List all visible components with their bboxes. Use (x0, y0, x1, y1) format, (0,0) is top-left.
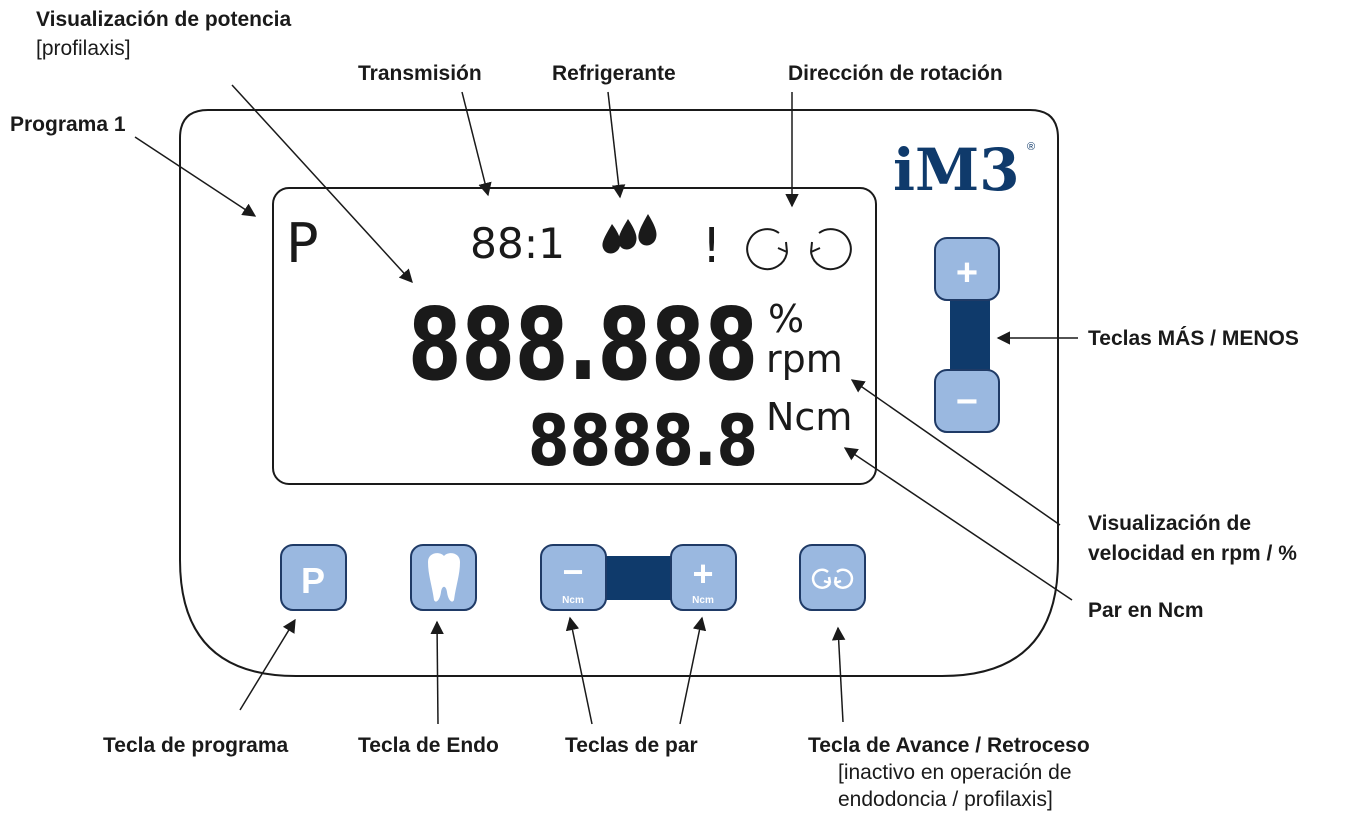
lcd-screen (272, 187, 877, 485)
program-key-label: P (301, 560, 325, 601)
program-key[interactable]: P (280, 544, 347, 611)
callout-endo-key (430, 620, 444, 725)
callout-transmission (461, 91, 492, 197)
plus-key-label: + (956, 252, 978, 294)
callout-coolant (607, 91, 626, 199)
callout-speed-display (850, 379, 1061, 526)
label-coolant: Refrigerante (552, 62, 676, 85)
label-endo-key: Tecla de Endo (358, 734, 499, 757)
lcd-unit-rpm: rpm (766, 337, 843, 381)
label-plus-minus-keys: Teclas MÁS / MENOS (1088, 327, 1299, 350)
label-speed-display-1: Visualización de (1088, 512, 1251, 535)
label-power-display-sub: [profilaxis] (36, 37, 131, 60)
label-transmission: Transmisión (358, 62, 482, 85)
lcd-unit-percent: % (768, 297, 804, 341)
lcd-torque-value: 8888.8 (528, 400, 758, 482)
rotate-counterclockwise-icon (810, 228, 852, 271)
torque-minus-key[interactable]: − Ncm (540, 544, 607, 611)
forward-reverse-icon (811, 568, 854, 590)
coolant-drops-icon (602, 214, 657, 254)
callout-torque-plus (679, 616, 707, 725)
label-fwd-rev-key: Tecla de Avance / Retroceso (808, 734, 1090, 757)
callout-program1 (134, 136, 257, 217)
callout-torque (843, 447, 1073, 601)
plus-key[interactable]: + (934, 237, 1000, 301)
minus-key-label: − (956, 381, 978, 423)
tooth-icon (428, 553, 460, 602)
endo-key[interactable] (410, 544, 477, 611)
forward-reverse-key[interactable] (799, 544, 866, 611)
label-program1: Programa 1 (10, 113, 126, 136)
rotate-clockwise-icon (746, 228, 788, 271)
torque-plus-label: + (692, 553, 713, 594)
torque-plus-key[interactable]: + Ncm (670, 544, 737, 611)
label-torque-ncm: Par en Ncm (1088, 599, 1204, 622)
lcd-warning-icon: ! (702, 218, 721, 274)
label-fwd-rev-sub1: [inactivo en operación de (838, 761, 1072, 784)
plus-minus-keys: + − (934, 237, 1000, 433)
lcd-unit-ncm: Ncm (766, 395, 852, 439)
callout-torque-minus (565, 616, 593, 725)
minus-key[interactable]: − (934, 369, 1000, 433)
label-fwd-rev-sub2: endodoncia / profilaxis] (838, 788, 1053, 811)
callout-fwd-rev (831, 626, 846, 723)
label-power-display: Visualización de potencia (36, 8, 292, 31)
torque-minus-label: − (562, 551, 583, 592)
callout-program-key (239, 618, 296, 711)
lcd-transmission-ratio: 88:1 (470, 219, 565, 268)
rotation-direction-icons (746, 228, 852, 271)
label-speed-display-2: velocidad en rpm / % (1088, 542, 1297, 565)
label-program-key: Tecla de programa (103, 734, 288, 757)
lcd-speed-value: 888.888 (408, 286, 758, 403)
label-torque-keys: Teclas de par (565, 734, 698, 757)
brand-logo: iM3 (893, 136, 1020, 204)
callout-power-display (231, 84, 413, 283)
torque-minus-unit: Ncm (562, 595, 584, 606)
callout-lines (134, 84, 1078, 725)
registered-mark: ® (1027, 141, 1035, 153)
torque-keys: − Ncm + Ncm (540, 544, 737, 611)
label-rotation-direction: Dirección de rotación (788, 62, 1003, 85)
lcd-program-letter: P (286, 212, 319, 275)
torque-plus-unit: Ncm (692, 595, 714, 606)
